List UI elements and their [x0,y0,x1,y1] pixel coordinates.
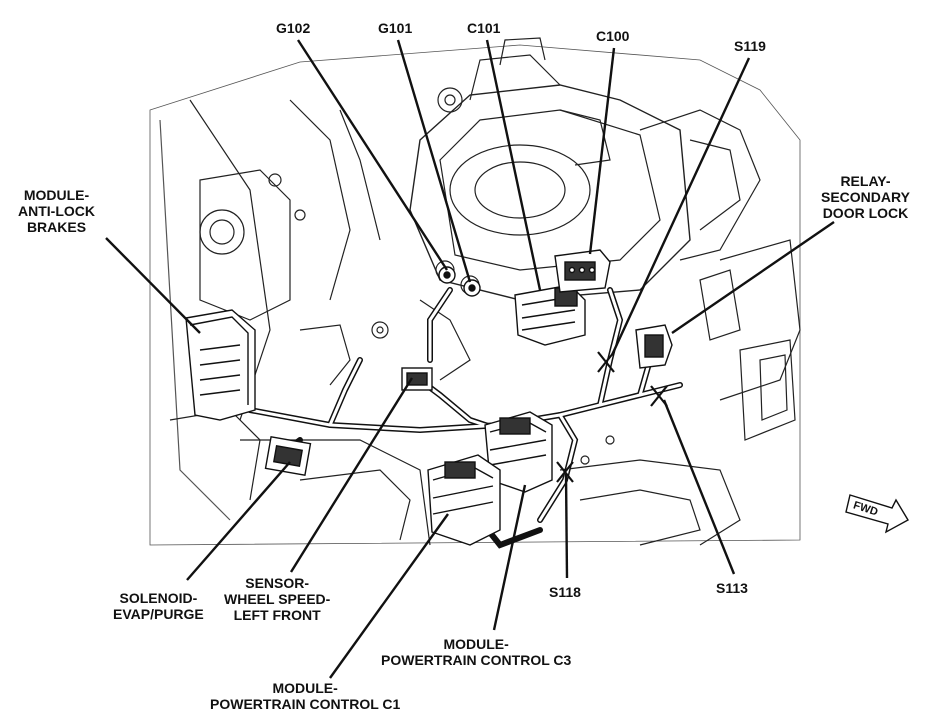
label-abs-line-1: MODULE- [23,187,90,203]
label-sensor-line-2: WHEEL SPEED- [224,591,331,607]
label-relay-line-2: SECONDARY [821,189,910,205]
c100-leader [588,47,616,255]
label-pcm-c1-line-1: MODULE- [272,680,338,696]
pcm-c3-leader [492,484,527,631]
label-abs-line-2: ANTI-LOCK [18,203,95,219]
pcm-c3-connector [484,411,553,493]
callout-leader-lines [105,39,835,679]
label-module-anti-lock-brakes: MODULE- ANTI-LOCK BRAKES [18,187,95,235]
label-c101: C101 [467,20,501,36]
label-relay-line-1: RELAY- [840,173,891,189]
label-module-powertrain-control-c1: MODULE- POWERTRAIN CONTROL C1 [210,680,400,712]
label-s119: S119 [734,38,766,54]
anti-lock-brakes-module [185,309,256,421]
label-sensor-line-1: SENSOR- [245,575,310,591]
solenoid-leader [186,461,291,581]
label-solenoid-evap-purge: SOLENOID- EVAP/PURGE [113,590,204,622]
label-g102: G102 [276,20,311,36]
label-solenoid-line-2: EVAP/PURGE [113,606,204,622]
label-relay-secondary-door-lock: RELAY- SECONDARY DOOR LOCK [821,173,910,221]
s113-leader [662,399,736,575]
label-solenoid-line-1: SOLENOID- [119,590,198,606]
forward-arrow-icon [845,494,909,534]
g101-leader [396,39,472,283]
label-c100: C100 [596,28,630,44]
label-relay-line-3: DOOR LOCK [822,205,909,221]
label-pcm-c3-line-2: POWERTRAIN CONTROL C3 [381,652,572,668]
pcm-c1-connector [427,454,501,546]
label-module-powertrain-control-c3: MODULE- POWERTRAIN CONTROL C3 [381,636,571,668]
s118-leader [564,473,569,579]
label-sensor-wheel-speed-left-front: SENSOR- WHEEL SPEED- LEFT FRONT [224,575,330,623]
c101-leader [485,39,542,291]
relay-leader [671,221,835,334]
label-s118: S118 [549,584,581,600]
secondary-door-lock-relay [635,324,673,369]
label-g101: G101 [378,20,413,36]
ground-eyelets [438,266,481,297]
label-s113: S113 [716,580,748,596]
label-pcm-c3-line-1: MODULE- [443,636,509,652]
label-pcm-c1-line-2: POWERTRAIN CONTROL C1 [210,696,401,712]
s118-splice-mark [556,461,574,483]
label-sensor-line-3: LEFT FRONT [233,607,321,623]
c100-connector [554,249,611,293]
components [185,249,673,546]
splice-markers [556,351,668,483]
g102-leader [296,39,449,271]
s119-splice-mark [597,351,615,373]
pcm-c1-leader [329,513,449,679]
wheel-speed-sensor-connector [401,367,433,391]
s119-leader [610,57,751,356]
sensor-leader [289,377,414,573]
c101-connector [514,284,586,346]
abs-leader [105,237,201,334]
evap-purge-solenoid [264,435,312,477]
label-abs-line-3: BRAKES [26,219,87,235]
